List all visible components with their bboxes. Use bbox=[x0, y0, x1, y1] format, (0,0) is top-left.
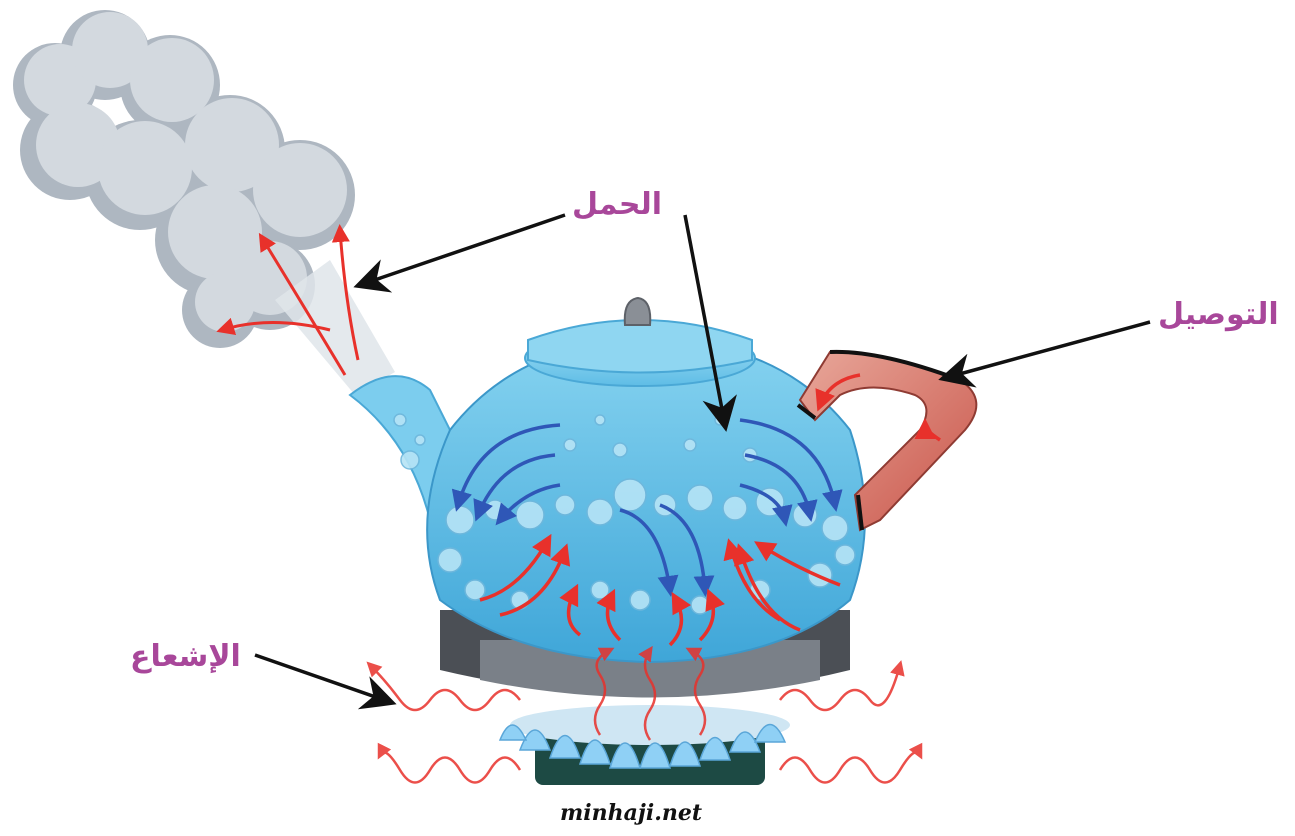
radiation-pointer bbox=[255, 655, 390, 702]
watermark: minhaji.net bbox=[560, 800, 702, 826]
convection-pointer-steam bbox=[360, 215, 565, 285]
kettle-icon bbox=[350, 298, 976, 662]
label-conduction: التوصيل bbox=[1158, 300, 1279, 330]
label-convection: الحمل bbox=[572, 190, 662, 220]
conduction-pointer bbox=[945, 322, 1150, 378]
label-radiation: الإشعاع bbox=[130, 642, 241, 672]
